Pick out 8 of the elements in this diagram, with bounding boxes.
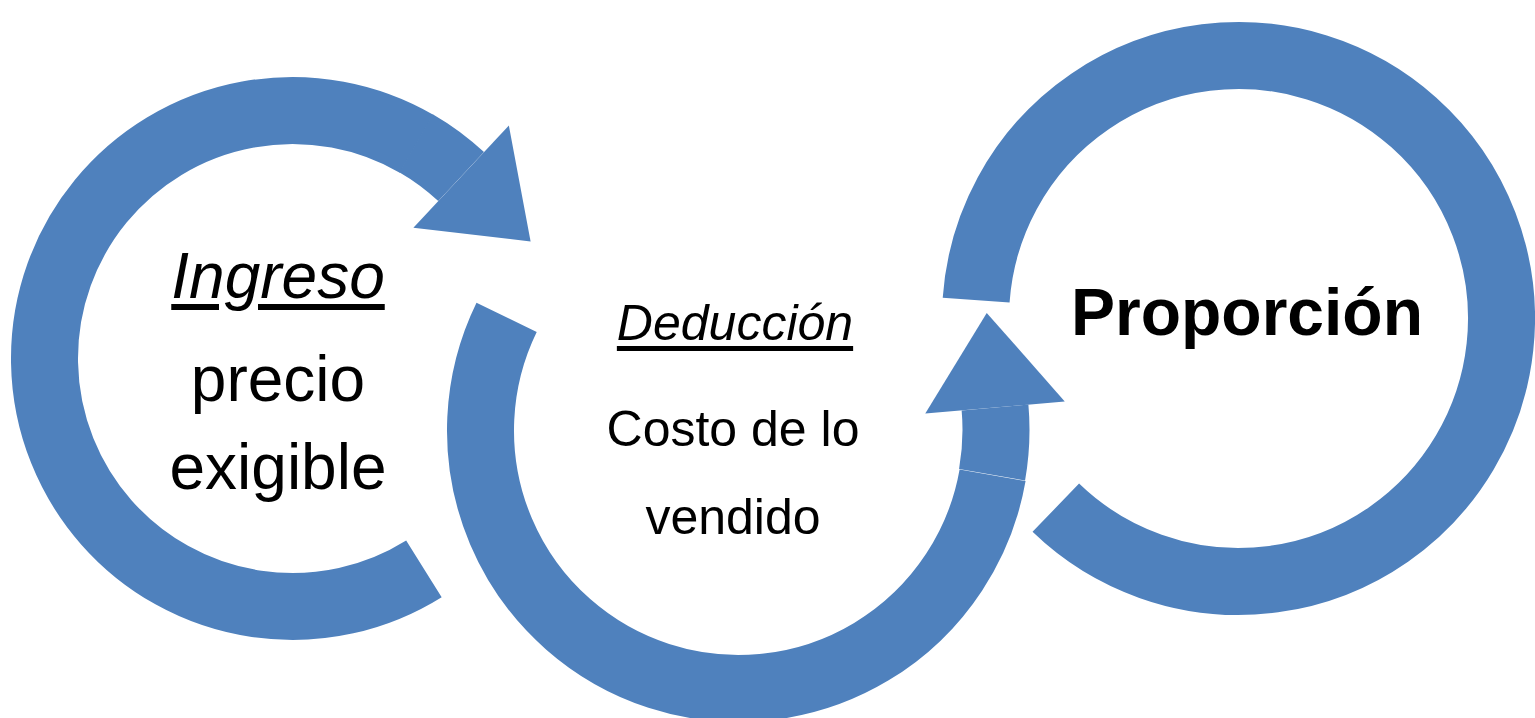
node-text: Costo de lo vendido [605, 400, 861, 547]
node-heading: Ingreso [170, 240, 386, 314]
cycle-ring [941, 21, 1535, 615]
node-text: precio exigible [168, 342, 388, 505]
node-text: Proporción [1070, 275, 1424, 351]
arrow [398, 114, 533, 240]
arrow [925, 312, 1065, 480]
node-heading: Deducción [615, 295, 855, 353]
